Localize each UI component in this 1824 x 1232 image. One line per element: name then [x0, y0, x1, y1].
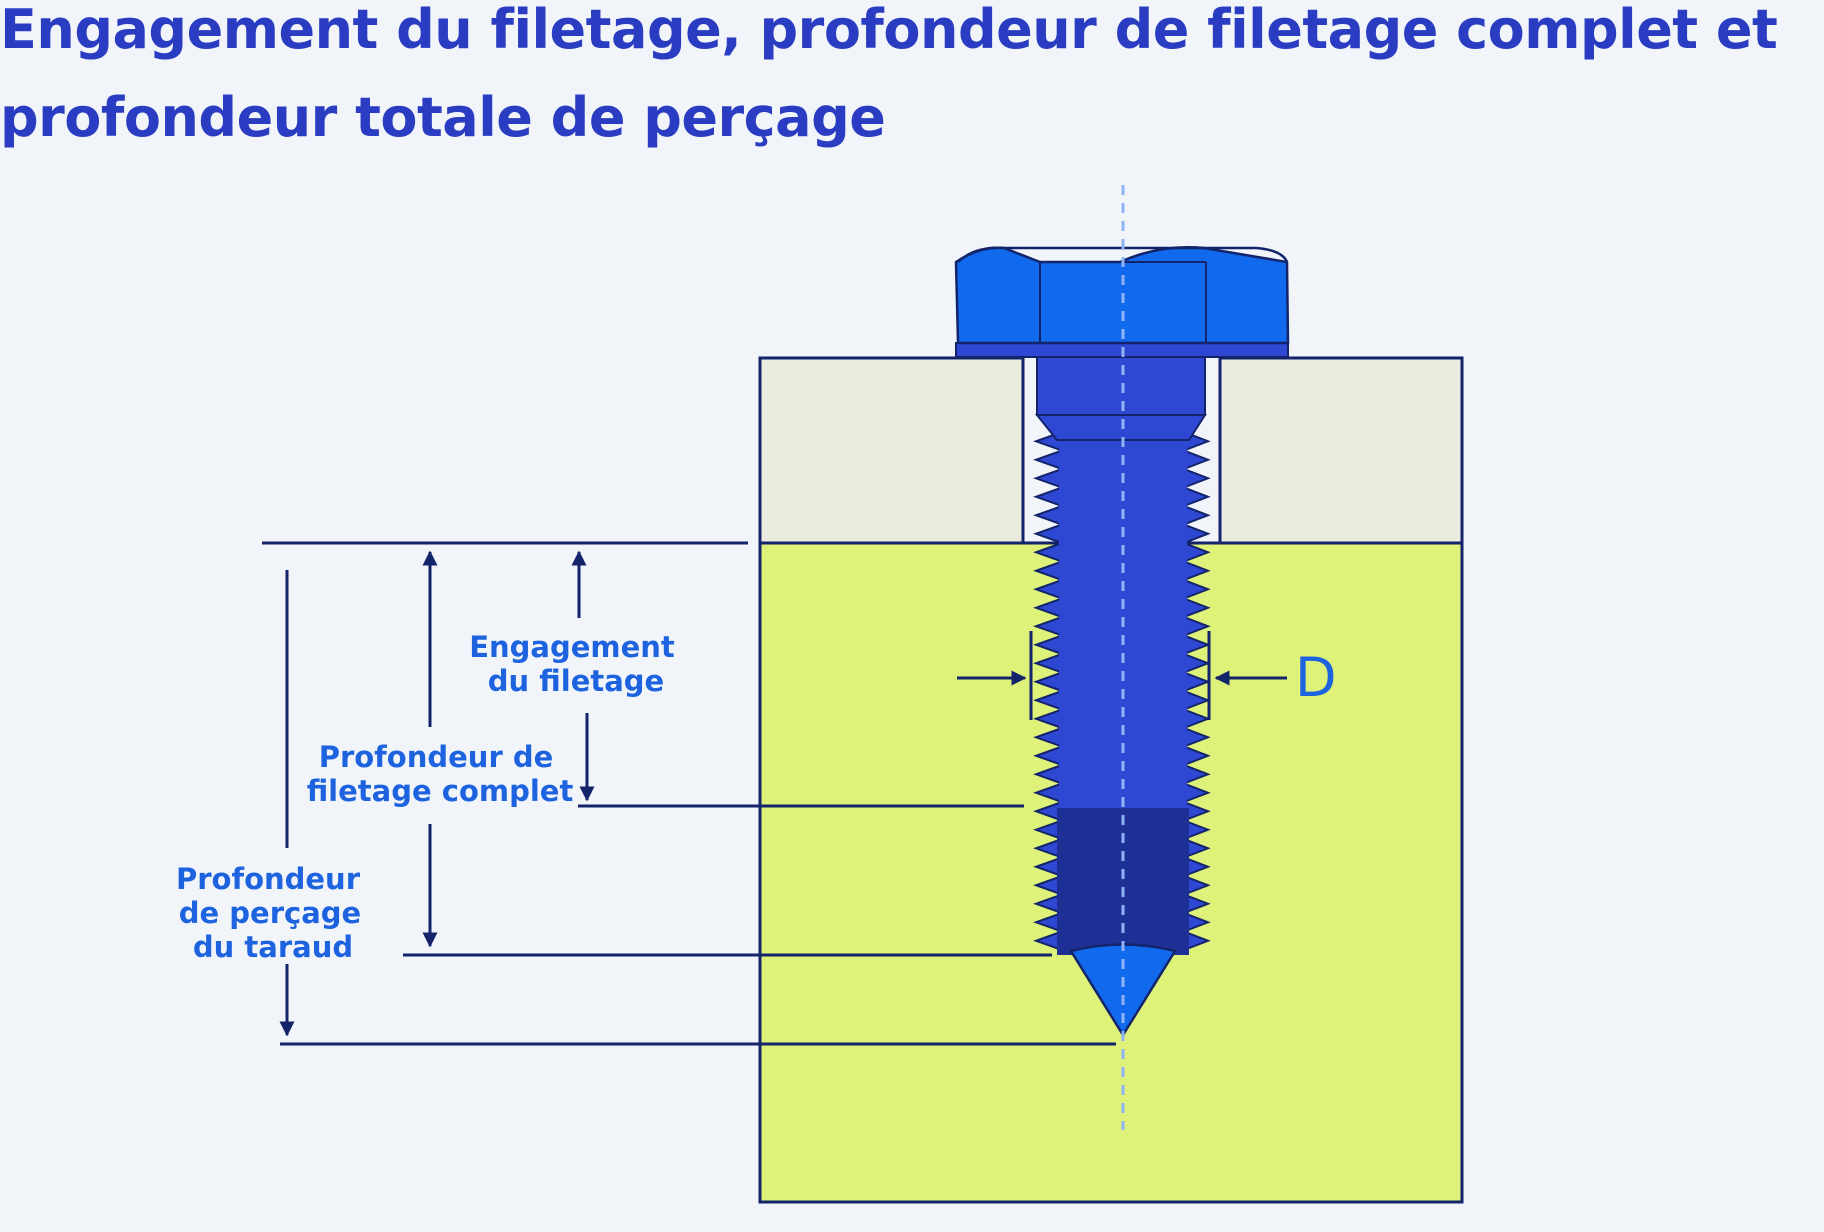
engagement-label-line2: du filetage: [488, 664, 664, 698]
page-title: Engagement du filetage, profondeur de fi…: [0, 0, 1778, 149]
bolt-shank-taper: [1034, 414, 1207, 441]
drill-depth-label-line1: Profondeur: [176, 862, 361, 896]
clamped-plate-left: [758, 356, 1025, 545]
bolt: [954, 246, 1290, 955]
engagement-label-line1: Engagement: [469, 630, 675, 664]
clamped-plate-right: [1218, 356, 1464, 545]
full-thread-label-line1: Profondeur de: [319, 740, 554, 774]
bolt-head-top: [957, 246, 1289, 263]
drill-point: [1069, 943, 1177, 1038]
drill-depth-label-line3: du taraud: [193, 930, 353, 964]
drill-depth-label-line2: de perçage: [179, 896, 361, 930]
bolt-shank: [1036, 354, 1206, 416]
diameter-label: D: [1295, 646, 1337, 709]
full-thread-label-line2: filetage complet: [307, 774, 574, 808]
